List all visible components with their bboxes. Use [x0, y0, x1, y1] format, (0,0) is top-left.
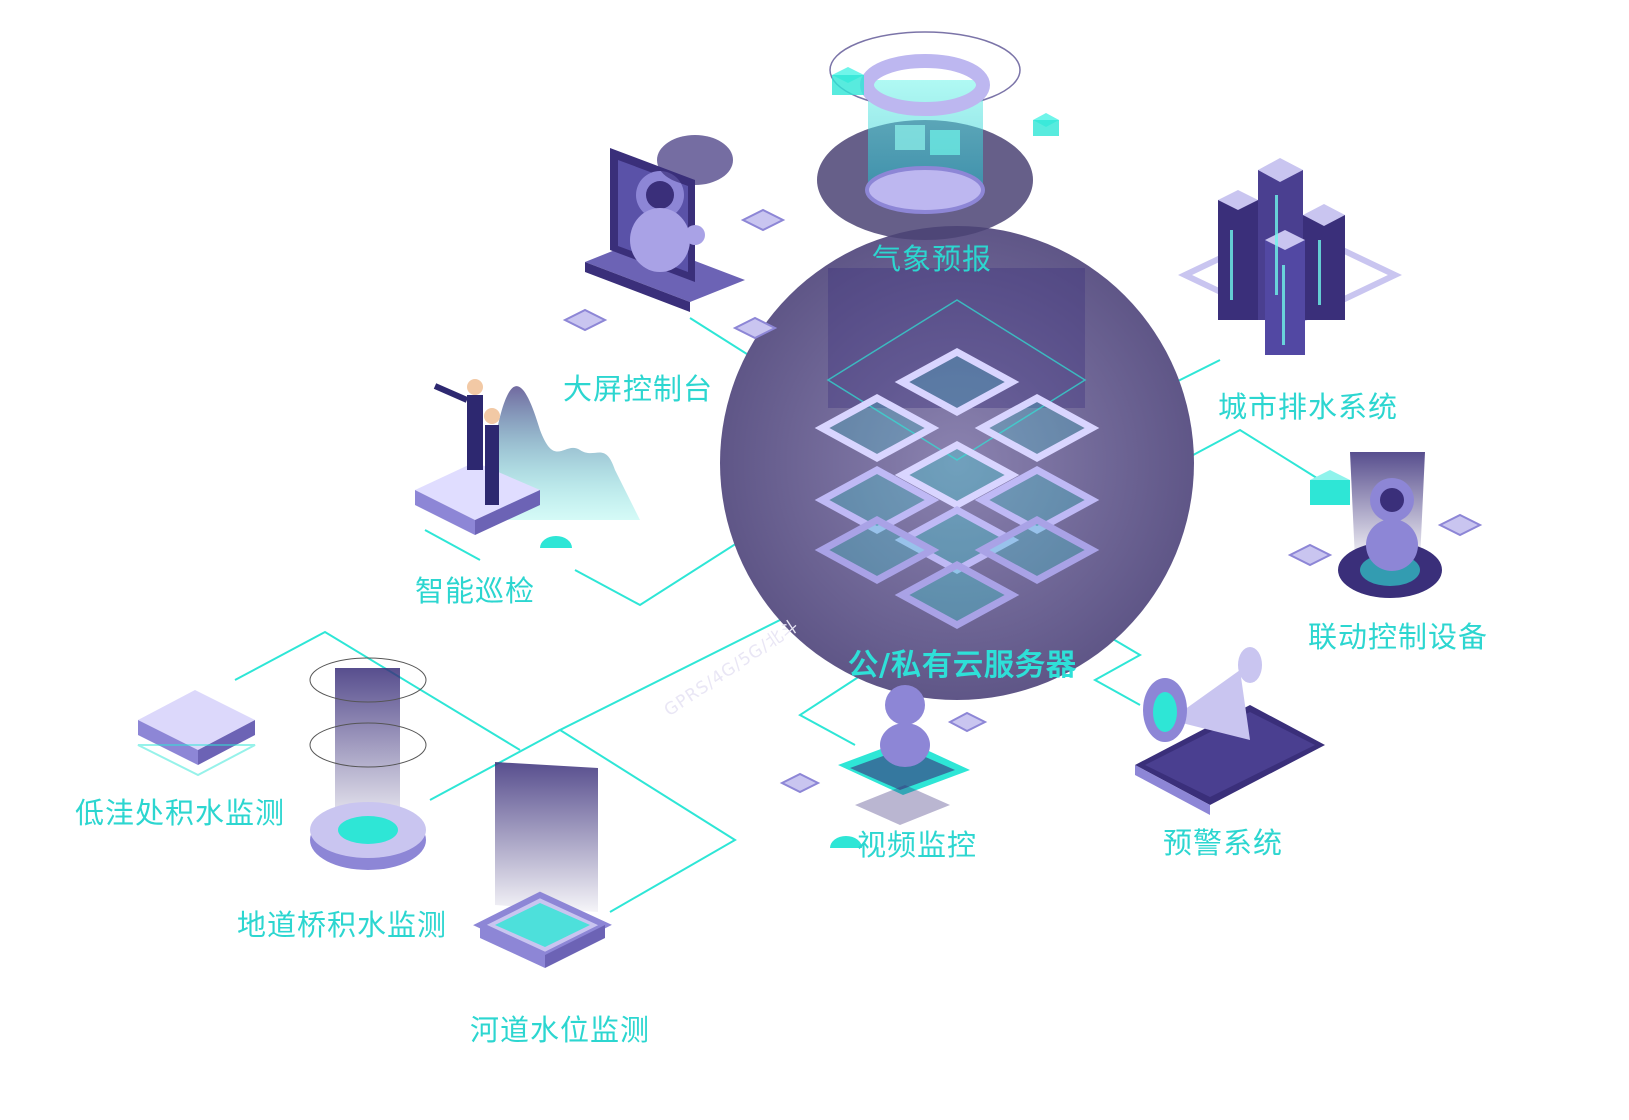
node-label-underpass: 地道桥积水监测: [237, 908, 448, 942]
inspectors-icon: [415, 379, 640, 548]
node-label-lowland: 低洼处积水监测: [75, 796, 286, 830]
node-label-weather: 气象预报: [872, 242, 993, 276]
node-label-video: 视频监控: [857, 828, 978, 862]
laptop-robot-icon: [562, 135, 786, 340]
camera-robot-icon: [779, 685, 988, 848]
node-label-drainage: 城市排水系统: [1218, 390, 1399, 424]
center-label: 公/私有云服务器: [848, 648, 1077, 683]
cloud-server-hub: [720, 226, 1194, 700]
city-buildings-icon: [1178, 158, 1402, 355]
node-label-river: 河道水位监测: [470, 1013, 651, 1047]
cylinder-server-icon: [817, 31, 1059, 240]
node-label-screen: 大屏控制台: [563, 372, 714, 406]
robot-icon: [1287, 452, 1483, 598]
megaphone-icon: [1135, 647, 1325, 815]
node-label-patrol: 智能巡检: [415, 574, 536, 608]
water-tank-icon: [473, 762, 612, 968]
sensor-pad-icon: [137, 690, 256, 777]
node-label-alert: 预警系统: [1163, 826, 1284, 860]
water-ring-icon: [309, 657, 427, 870]
server-stack-icon: [814, 348, 1100, 629]
node-label-linkage: 联动控制设备: [1308, 620, 1489, 654]
